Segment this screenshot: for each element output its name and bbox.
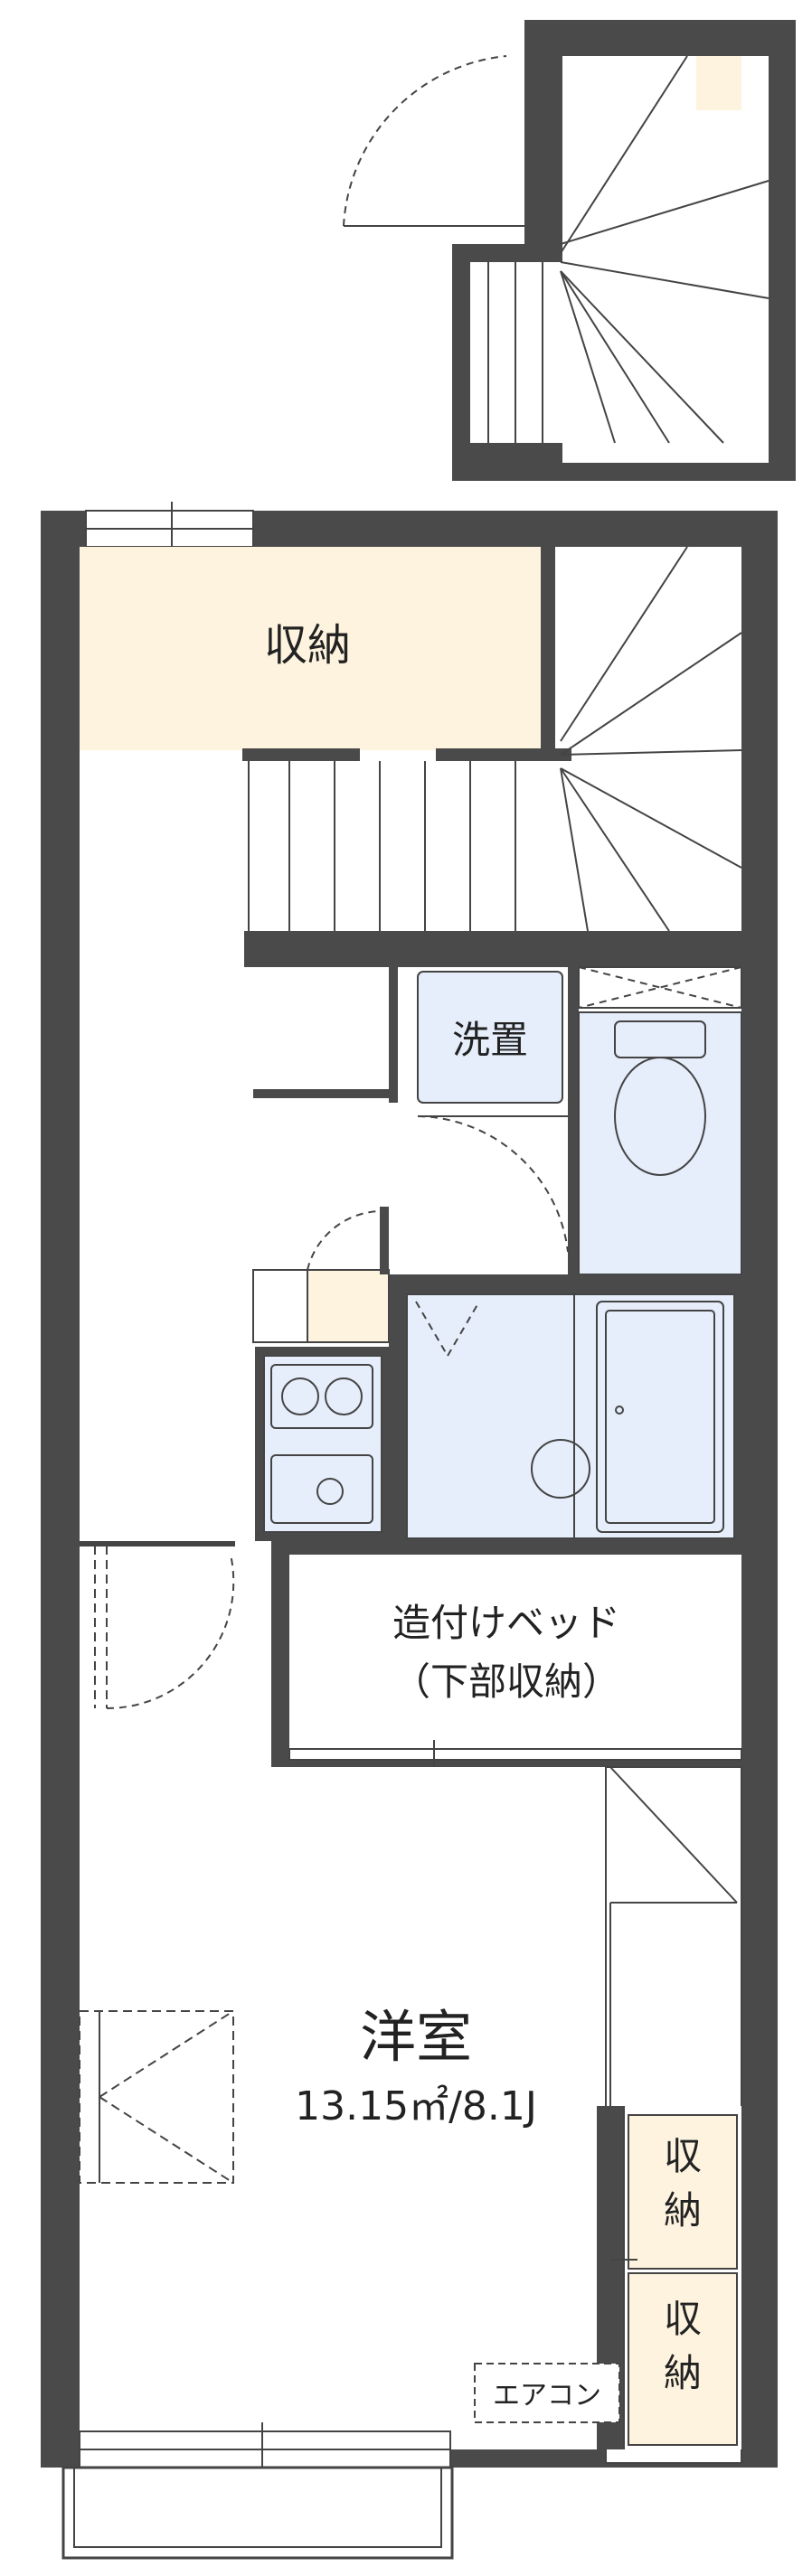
stove-icon bbox=[270, 1364, 373, 1429]
aircon-label: エアコン bbox=[493, 2380, 601, 2411]
bed-label-line1: 造付けベッド bbox=[392, 1601, 620, 1645]
western-room-area: 13.15㎡/8.1J bbox=[295, 2083, 537, 2129]
loft-stairs bbox=[487, 55, 770, 444]
kitchen-counter bbox=[263, 1355, 382, 1533]
loft-door-swing bbox=[343, 55, 507, 227]
bathtub-icon bbox=[415, 1294, 724, 1538]
storage-top-room bbox=[80, 547, 541, 750]
built-in-bed bbox=[289, 1555, 741, 1752]
closet-b-label-1: 収 bbox=[664, 2297, 702, 2341]
washer-space bbox=[417, 971, 563, 1104]
entry-door-swing bbox=[106, 1554, 235, 1710]
main-stairs bbox=[248, 546, 742, 932]
washroom-door-swing bbox=[417, 1115, 569, 1253]
balcony bbox=[61, 2466, 454, 2560]
closet-a-label-2: 納 bbox=[664, 2188, 702, 2233]
bed-label-line2: （下部収納） bbox=[392, 1659, 620, 1704]
small-storage-top bbox=[696, 56, 741, 110]
floor-hatch bbox=[79, 2010, 234, 2184]
sink-icon bbox=[270, 1454, 373, 1524]
closet-a bbox=[628, 2114, 738, 2270]
western-room-label: 洋室 bbox=[360, 2004, 472, 2070]
fridge-space bbox=[252, 1269, 308, 1343]
loft-stair-box bbox=[343, 20, 796, 481]
washer-label: 洗置 bbox=[452, 1018, 528, 1062]
storage-top-label: 収納 bbox=[264, 620, 351, 671]
closet-b-label-2: 納 bbox=[664, 2351, 702, 2395]
bed-area: 造付けベッド （下部収納） bbox=[80, 1541, 742, 1767]
bathroom bbox=[406, 1293, 735, 1539]
toilet-icon bbox=[614, 1020, 706, 1176]
aircon-unit bbox=[474, 2363, 620, 2423]
closet-b bbox=[628, 2272, 738, 2446]
upper-storage-area bbox=[80, 546, 742, 967]
small-storage-kitchen bbox=[307, 1269, 390, 1343]
toilet-room bbox=[578, 1011, 742, 1275]
crossed-storage-box bbox=[578, 966, 742, 1009]
closet-upper-hatch bbox=[609, 1766, 738, 2106]
western-room-area: 収 納 収 納 エアコン 洋室 13.15㎡/8.1J bbox=[79, 1766, 742, 2464]
closet-a-label-1: 収 bbox=[664, 2134, 702, 2178]
wet-area bbox=[252, 966, 742, 1547]
